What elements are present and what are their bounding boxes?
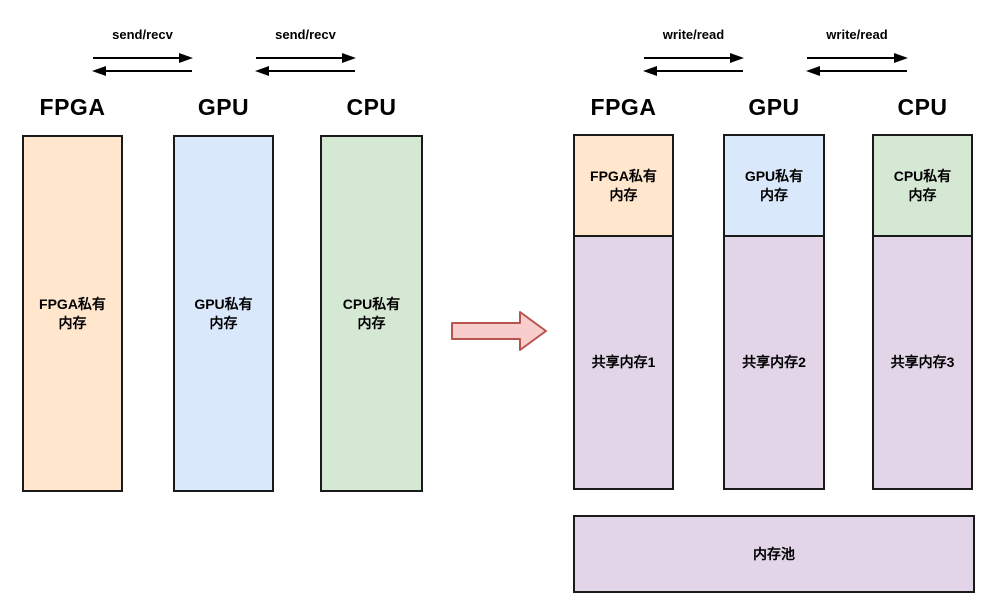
bidirectional-arrow-icon [255, 53, 356, 76]
shared-memory-box-1: 共享内存1 [573, 235, 674, 490]
box-label-line: 共享内存3 [890, 354, 955, 371]
bidirectional-arrow-icon [92, 53, 193, 76]
box-label-line: 内存 [760, 186, 788, 203]
fpga-private-memory-box-right: FPGA私有 内存 [573, 134, 674, 237]
column-header-gpu-left: GPU [197, 94, 250, 120]
cpu-private-memory-box-left: CPU私有 内存 [320, 135, 423, 492]
box-label-line: 共享内存2 [742, 354, 806, 371]
shared-memory-box-3: 共享内存3 [872, 235, 973, 490]
column-header-cpu-right: CPU [897, 94, 948, 120]
column-header-fpga-right: FPGA [590, 94, 657, 120]
bidirectional-arrow-icon [643, 53, 744, 76]
link-label: send/recv [275, 27, 336, 42]
box-label-line: 内存 [357, 314, 386, 331]
box-label-line: FPGA私有 [590, 167, 657, 184]
box-label-line: 内存 [58, 314, 87, 331]
box-label-line: CPU私有 [342, 295, 401, 312]
memory-pool-box: 内存池 [573, 515, 975, 593]
fpga-private-memory-box-left: FPGA私有 内存 [22, 135, 123, 492]
gpu-private-memory-box-right: GPU私有 内存 [723, 134, 825, 237]
shared-memory-box-2: 共享内存2 [723, 235, 825, 490]
box-label-line: 内存 [609, 186, 638, 203]
box-label-line: GPU私有 [744, 167, 804, 184]
send-recv-link-2: send/recv [255, 27, 356, 77]
box-label-line: 内存池 [753, 545, 795, 562]
link-label: send/recv [112, 27, 173, 42]
box-label-line: 共享内存1 [591, 354, 656, 371]
box-label-line: GPU私有 [194, 295, 253, 312]
box-label-line: 内存 [209, 314, 238, 331]
write-read-link-1: write/read [643, 27, 744, 77]
transform-arrow-icon [451, 311, 547, 351]
gpu-private-memory-box-left: GPU私有 内存 [173, 135, 274, 492]
column-header-gpu-right: GPU [748, 94, 800, 120]
box-label-line: FPGA私有 [39, 295, 106, 312]
bidirectional-arrow-icon [806, 53, 908, 76]
write-read-link-2: write/read [806, 27, 908, 77]
send-recv-link-1: send/recv [92, 27, 193, 77]
link-label: write/read [826, 27, 888, 42]
cpu-private-memory-box-right: CPU私有 内存 [872, 134, 973, 237]
box-label-line: CPU私有 [893, 167, 952, 184]
link-label: write/read [662, 27, 725, 42]
column-header-fpga-left: FPGA [39, 94, 106, 120]
column-header-cpu-left: CPU [346, 94, 397, 120]
box-label-line: 内存 [908, 186, 937, 203]
